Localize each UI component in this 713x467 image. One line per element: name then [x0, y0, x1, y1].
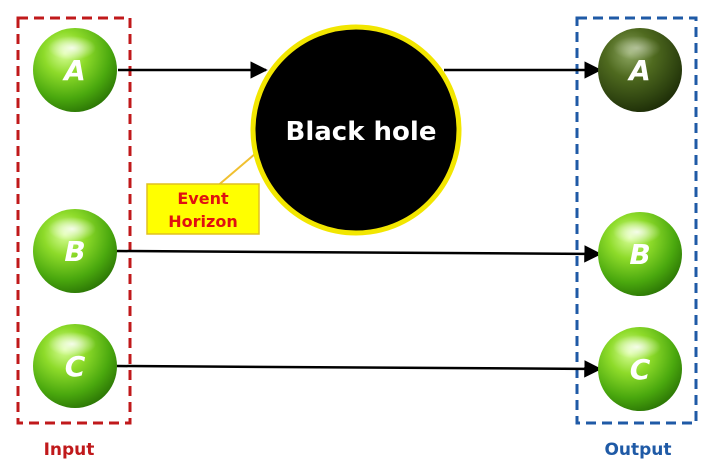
- input-node-b-label: B: [64, 235, 85, 268]
- output-node-c-label: C: [630, 353, 651, 386]
- output-group-label: Output: [604, 440, 671, 460]
- input-node-a: A: [33, 28, 117, 112]
- arrow-b-to-b: [116, 245, 602, 263]
- input-node-b: B: [33, 209, 117, 293]
- input-group-box: [16, 16, 132, 425]
- input-node-c: C: [33, 324, 117, 408]
- output-node-b: B: [598, 212, 682, 296]
- event-horizon-line1: Event: [177, 189, 229, 208]
- event-horizon-callout: Event Horizon: [146, 183, 260, 235]
- event-horizon-line2: Horizon: [168, 212, 237, 231]
- output-node-a-label: A: [627, 54, 651, 87]
- input-group-label: Input: [44, 440, 95, 460]
- black-hole-label: Black hole: [286, 117, 437, 147]
- black-hole: Black hole: [250, 24, 462, 236]
- output-node-b-label: B: [629, 238, 650, 271]
- arrow-c-to-c: [116, 360, 602, 378]
- output-node-a: A: [598, 28, 682, 112]
- input-node-a-label: A: [62, 54, 86, 87]
- input-node-c-label: C: [65, 350, 86, 383]
- output-node-c: C: [598, 327, 682, 411]
- output-group-box: [575, 16, 698, 425]
